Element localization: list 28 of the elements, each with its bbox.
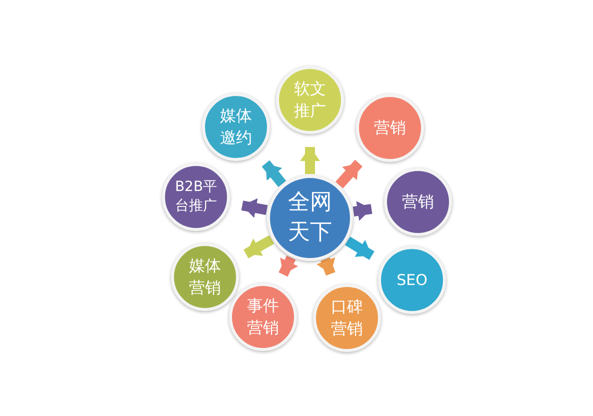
arrow	[352, 201, 372, 221]
arrow	[300, 147, 320, 174]
topic-circle	[356, 94, 424, 162]
circle-label: 事件营销	[246, 295, 280, 339]
topic-circle	[171, 243, 239, 311]
circle-label: B2B平台推广	[174, 178, 218, 216]
circle-label: 全网天下	[287, 189, 333, 247]
circle-label: 营销	[402, 191, 434, 213]
arrow	[241, 198, 268, 218]
arrow	[336, 160, 363, 188]
circle-label: 口碑营销	[330, 296, 364, 340]
center-circle	[267, 175, 353, 261]
topic-circle	[384, 168, 452, 236]
topic-circle	[229, 283, 297, 351]
topic-circle	[378, 246, 446, 314]
circle-label: 营销	[374, 117, 406, 139]
topic-circle	[202, 93, 270, 161]
arrow	[278, 256, 298, 277]
arrow	[244, 235, 274, 258]
arrow	[345, 236, 374, 260]
circle-label: SEO	[396, 270, 428, 290]
circle-label: 媒体营销	[188, 255, 222, 299]
topic-circle	[276, 66, 344, 134]
circle-label: 媒体邀约	[219, 105, 253, 149]
topic-circle	[313, 284, 381, 352]
circle-label: 软文推广	[293, 78, 327, 122]
arrow	[262, 160, 286, 188]
topic-circle	[162, 163, 230, 231]
